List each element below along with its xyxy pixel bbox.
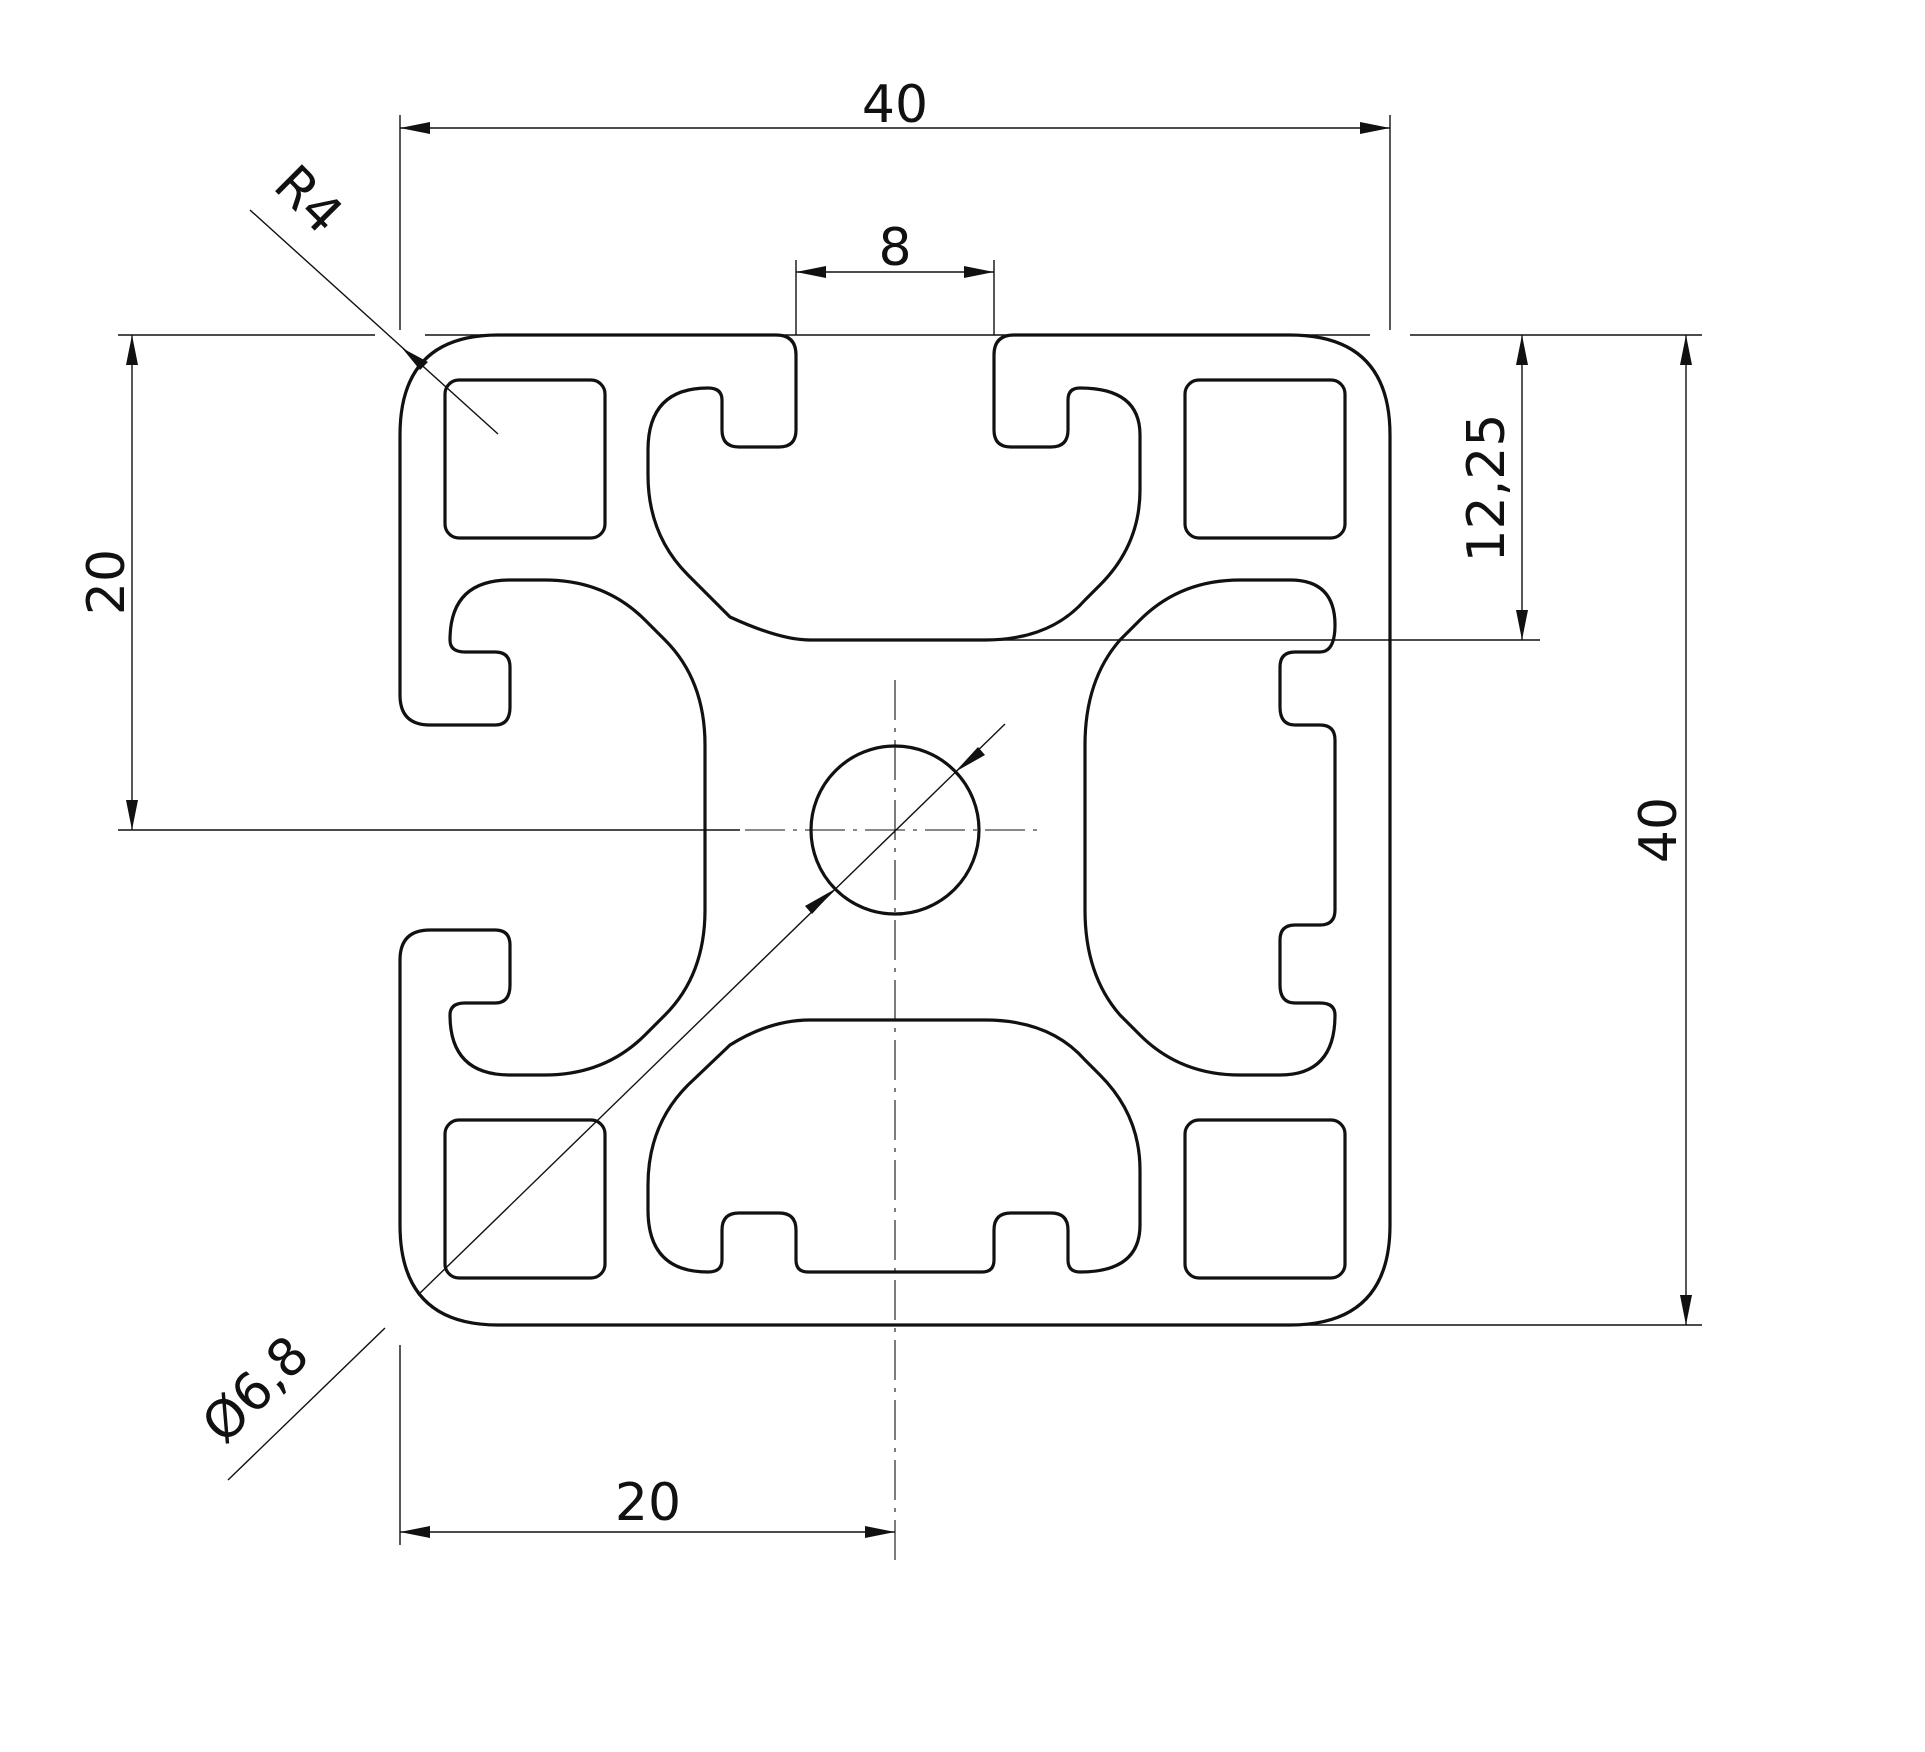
dim-slot-width: 8	[795, 218, 995, 335]
corner-cavity-bottom-left	[443, 1118, 607, 1280]
dim-slot-depth: 12,25	[1000, 335, 1540, 641]
dim-slot-depth-label: 12,25	[1457, 414, 1517, 563]
dim-overall-width-label: 40	[862, 75, 928, 135]
profile-outer-outline	[398, 333, 1392, 1327]
slot-bottom	[646, 1018, 1142, 1274]
dim-center-bore: Ø6,8	[191, 723, 1006, 1481]
dim-overall-height-label: 40	[1629, 797, 1689, 863]
dim-half-width: 20	[399, 1345, 895, 1545]
corner-cavity-bottom-right	[1183, 1118, 1347, 1280]
dim-corner-radius-label: R4	[262, 154, 353, 245]
dim-half-height-label: 20	[77, 549, 137, 615]
dim-slot-width-label: 8	[878, 218, 911, 278]
dim-overall-width: 40	[399, 75, 1391, 330]
slot-right	[1083, 578, 1337, 1077]
dim-half-width-label: 20	[615, 1473, 681, 1533]
corner-cavity-top-right	[1183, 378, 1347, 540]
dim-center-bore-label: Ø6,8	[191, 1325, 321, 1455]
corner-cavity-top-left	[443, 378, 607, 540]
dim-overall-height: 40	[1300, 335, 1702, 1326]
dim-corner-radius: R4	[249, 154, 499, 435]
dim-half-height: 20	[77, 335, 740, 831]
